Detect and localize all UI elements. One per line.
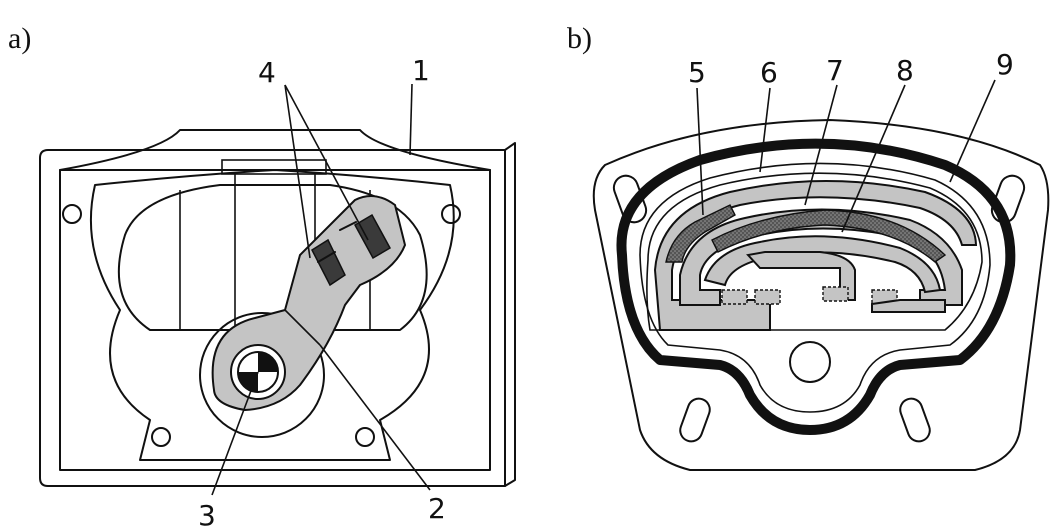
callout-2: 2	[428, 492, 446, 525]
panel-b: b)	[567, 22, 1050, 471]
panel-a-label: a)	[8, 22, 31, 55]
leader-lines-a	[211, 83, 431, 496]
panel-a: a)	[8, 22, 516, 529]
callout-5: 5	[688, 56, 706, 89]
callout-1: 1	[412, 54, 430, 87]
callout-7: 7	[826, 54, 844, 87]
callout-8: 8	[896, 54, 914, 87]
resistor-tracks	[653, 180, 978, 331]
shaft-hub	[199, 312, 325, 438]
leader-lines-b	[696, 79, 996, 233]
panel-b-label: b)	[567, 22, 592, 55]
seal-gasket	[616, 138, 1016, 435]
contact-brush-2	[353, 213, 392, 260]
callout-9: 9	[996, 48, 1014, 81]
callout-6: 6	[760, 56, 778, 89]
callout-3: 3	[198, 499, 216, 529]
sensor-housing-a	[39, 129, 516, 487]
contact-brush-1	[311, 238, 346, 287]
callout-4: 4	[258, 56, 276, 89]
